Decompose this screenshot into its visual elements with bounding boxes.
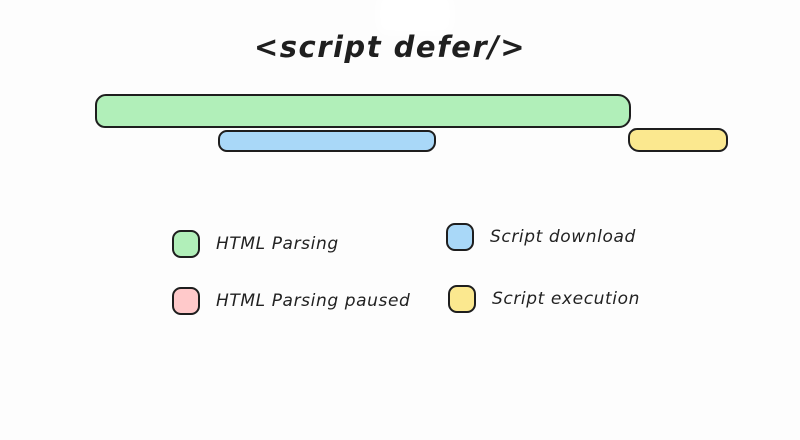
timeline-bar-script-download — [218, 130, 436, 152]
legend-swatch-script-download — [446, 223, 474, 251]
legend-swatch-script-execution — [448, 285, 476, 313]
legend-item-html-parsing: HTML Parsing — [172, 229, 339, 259]
legend-item-script-download: Script download — [446, 222, 636, 252]
diagram-title: <script defer/> — [253, 30, 527, 64]
background-highlight — [383, 0, 447, 28]
legend-label-script-execution: Script execution — [492, 289, 640, 309]
legend-label-html-parsing-paused: HTML Parsing paused — [216, 291, 411, 311]
timeline-bar-script-execution — [628, 128, 728, 152]
timeline-bar-html-parsing — [95, 94, 631, 128]
legend-label-html-parsing: HTML Parsing — [216, 234, 339, 254]
legend-item-script-execution: Script execution — [448, 284, 640, 314]
legend-swatch-html-parsing — [172, 230, 200, 258]
legend-swatch-html-parsing-paused — [172, 287, 200, 315]
legend-item-html-parsing-paused: HTML Parsing paused — [172, 286, 410, 316]
legend-label-script-download: Script download — [490, 227, 636, 247]
